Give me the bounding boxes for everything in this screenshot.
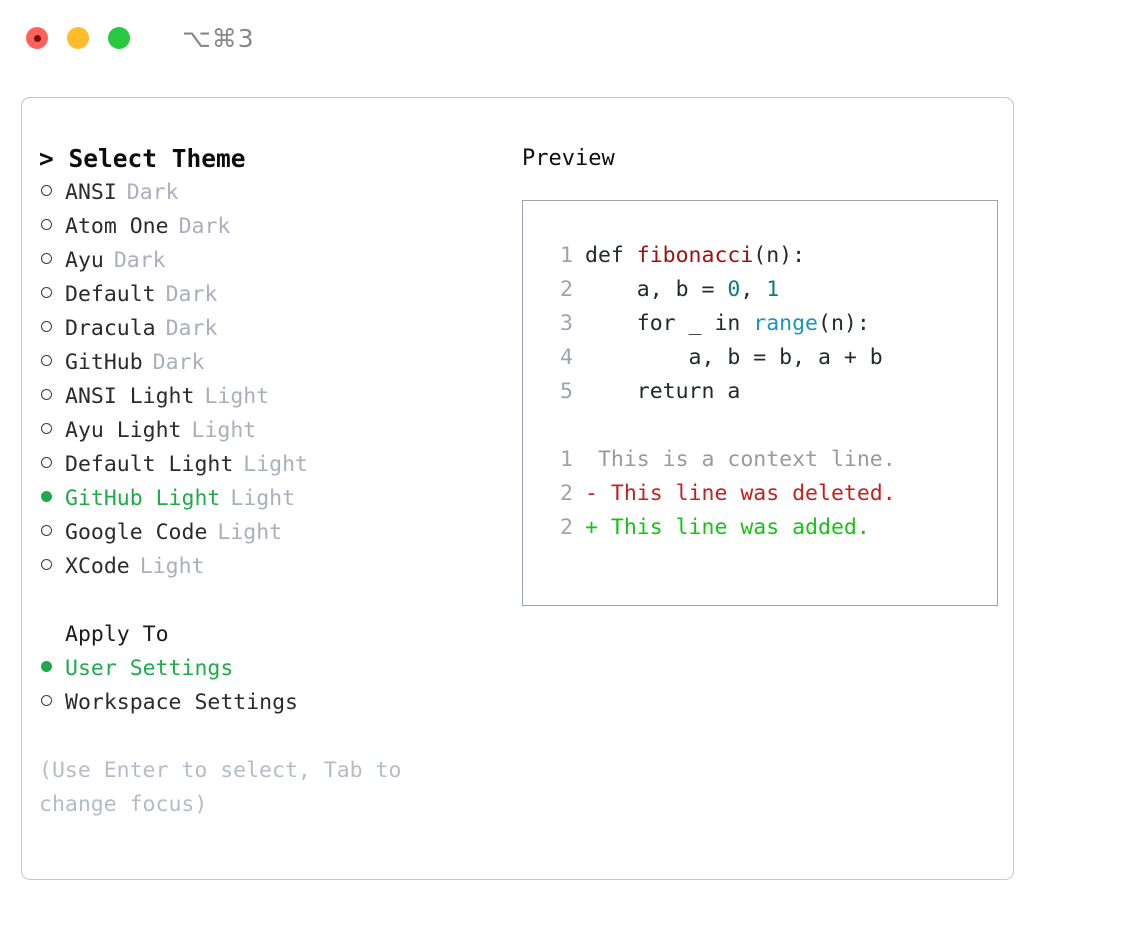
diff-line-number: 2 — [560, 481, 573, 506]
theme-option-11[interactable]: XCode Light — [39, 550, 501, 584]
theme-option-0[interactable]: ANSI Dark — [39, 176, 501, 210]
zoom-button[interactable] — [108, 27, 130, 49]
diff-sample: 1 This is a context line. 2 - This line wa… — [545, 443, 997, 545]
theme-variant-tag: Dark — [165, 282, 218, 307]
preview-heading: Preview — [522, 146, 615, 171]
diff-line: 2 - This line was deleted. — [545, 477, 997, 511]
theme-variant-tag: Light — [230, 486, 296, 511]
theme-option-label: GitHub Light — [65, 486, 221, 511]
theme-option-label: GitHub — [65, 350, 143, 375]
diff-line-text-add: + This line was added. — [585, 515, 870, 540]
theme-option-4[interactable]: Dracula Dark — [39, 312, 501, 346]
theme-option-7[interactable]: Ayu Light Light — [39, 414, 501, 448]
keyboard-hint-text: (Use Enter to select, Tab to change focu… — [39, 758, 415, 817]
theme-option-label: Default — [65, 282, 156, 307]
theme-option-5[interactable]: GitHub Dark — [39, 346, 501, 380]
theme-variant-tag: Light — [243, 452, 309, 477]
theme-option-9[interactable]: GitHub Light Light — [39, 482, 501, 516]
code-line-text: a, b = 0, 1 — [585, 273, 779, 307]
theme-variant-tag: Light — [217, 520, 283, 545]
apply-to-heading: Apply To — [65, 622, 169, 647]
theme-option-3[interactable]: Default Dark — [39, 278, 501, 312]
diff-line: 2 + This line was added. — [545, 511, 997, 545]
theme-option-label: Ayu Light — [65, 418, 182, 443]
theme-variant-tag: Dark — [152, 350, 205, 375]
code-line-text: return a — [585, 375, 741, 409]
code-token-plain: for _ in — [585, 311, 754, 336]
code-token-plain: return a — [585, 379, 741, 404]
theme-option-10[interactable]: Google Code Light — [39, 516, 501, 550]
theme-option-label: Default Light — [65, 452, 234, 477]
theme-option-label: Atom One — [65, 214, 169, 239]
theme-option-label: Ayu — [65, 248, 104, 273]
diff-line-number: 2 — [560, 515, 573, 540]
code-line-number: 2 — [560, 277, 573, 302]
theme-option-label: ANSI — [65, 180, 117, 205]
theme-option-6[interactable]: ANSI Light Light — [39, 380, 501, 414]
code-token-plain: (n): — [818, 311, 870, 336]
code-diff-separator — [545, 409, 997, 443]
diff-line-text-ctx: This is a context line. — [585, 447, 896, 472]
diff-line: 1 This is a context line. — [545, 443, 997, 477]
minimize-button[interactable] — [67, 27, 89, 49]
code-line-number: 1 — [560, 243, 573, 268]
code-line-text: def fibonacci(n): — [585, 239, 805, 273]
diff-line-text-del: - This line was deleted. — [585, 481, 896, 506]
code-token-num: 0 — [727, 277, 741, 302]
code-line-number: 3 — [560, 311, 573, 336]
apply-option-label: User Settings — [65, 656, 234, 681]
theme-variant-tag: Light — [191, 418, 257, 443]
theme-variant-tag: Dark — [126, 180, 179, 205]
theme-option-label: XCode — [65, 554, 130, 579]
code-token-plain: , — [740, 277, 767, 302]
apply-option-1[interactable]: Workspace Settings — [39, 686, 501, 720]
code-line: 1 def fibonacci(n): — [545, 239, 997, 273]
apply-option-0[interactable]: User Settings — [39, 652, 501, 686]
diff-line-number: 1 — [560, 447, 573, 472]
code-token-num: 1 — [766, 277, 780, 302]
select-theme-heading: > Select Theme — [39, 144, 246, 173]
code-line: 3 for _ in range(n): — [545, 307, 997, 341]
apply-option-label: Workspace Settings — [65, 690, 298, 715]
code-token-call: range — [753, 311, 819, 336]
code-line: 2 a, b = 0, 1 — [545, 273, 997, 307]
keyboard-shortcut-label: ⌥⌘3 — [182, 23, 255, 53]
theme-variant-tag: Dark — [178, 214, 231, 239]
theme-variant-tag: Dark — [165, 316, 218, 341]
code-line-text: a, b = b, a + b — [585, 341, 883, 375]
theme-variant-tag: Light — [139, 554, 205, 579]
code-line: 5 return a — [545, 375, 997, 409]
code-line: 4 a, b = b, a + b — [545, 341, 997, 375]
title-bar: ⌥⌘3 — [0, 0, 1140, 76]
code-token-plain: a, b = b, a + b — [585, 345, 883, 370]
theme-option-8[interactable]: Default Light Light — [39, 448, 501, 482]
close-button[interactable] — [26, 27, 48, 49]
theme-option-label: Dracula — [65, 316, 156, 341]
code-line-number: 4 — [560, 345, 573, 370]
theme-option-1[interactable]: Atom One Dark — [39, 210, 501, 244]
code-token-fn: fibonacci — [636, 243, 754, 268]
code-line-number: 5 — [560, 379, 573, 404]
theme-variant-tag: Dark — [113, 248, 166, 273]
theme-option-label: ANSI Light — [65, 384, 195, 409]
theme-option-2[interactable]: Ayu Dark — [39, 244, 501, 278]
code-token-plain: def — [585, 243, 637, 268]
theme-option-label: Google Code — [65, 520, 208, 545]
window-controls — [26, 27, 130, 49]
code-token-plain: a, b = — [585, 277, 728, 302]
code-line-text: for _ in range(n): — [585, 307, 870, 341]
theme-variant-tag: Light — [204, 384, 270, 409]
code-token-plain: (n): — [753, 243, 806, 268]
